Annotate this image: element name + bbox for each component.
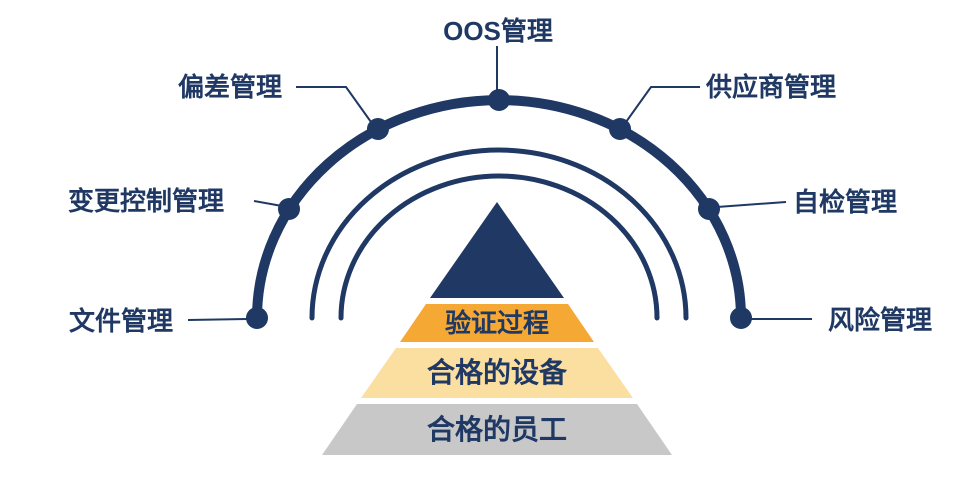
node-dot-self-inspection: [698, 198, 720, 220]
node-dot-change-control: [278, 198, 300, 220]
arc-label-document: 文件管理: [68, 306, 174, 336]
node-dot-supplier: [609, 118, 631, 140]
pyramid-label-validation: 验证过程: [444, 308, 550, 338]
pyramid-band-equipment: [361, 348, 633, 398]
pyramid-band-validation: [400, 304, 594, 342]
pyramid-label-staff: 合格的员工: [426, 414, 568, 445]
connector-document: [187, 318, 248, 321]
node-dot-deviation: [367, 118, 389, 140]
arc-label-risk: 风险管理: [827, 305, 933, 335]
arc-label-deviation: 偏差管理: [177, 72, 283, 102]
node-dot-oos: [488, 89, 510, 111]
arc-label-self-inspection: 自检管理: [792, 187, 898, 217]
connector-deviation: [296, 86, 372, 123]
arc-label-supplier: 供应商管理: [705, 72, 837, 102]
node-dot-risk: [730, 307, 752, 329]
connector-change-control: [253, 200, 283, 207]
pyramid-top-triangle: [430, 202, 564, 298]
pyramid-band-staff: [322, 404, 672, 455]
inner-arc-2: [338, 173, 660, 321]
pyramid-label-equipment: 合格的设备: [426, 357, 568, 388]
connector-self-inspection: [716, 201, 787, 208]
arc-label-oos: OOS管理: [443, 16, 553, 46]
connector-supplier: [625, 86, 700, 123]
node-dot-document: [246, 307, 268, 329]
arc-label-change-control: 变更控制管理: [67, 186, 225, 216]
inner-arc-1: [309, 147, 689, 321]
